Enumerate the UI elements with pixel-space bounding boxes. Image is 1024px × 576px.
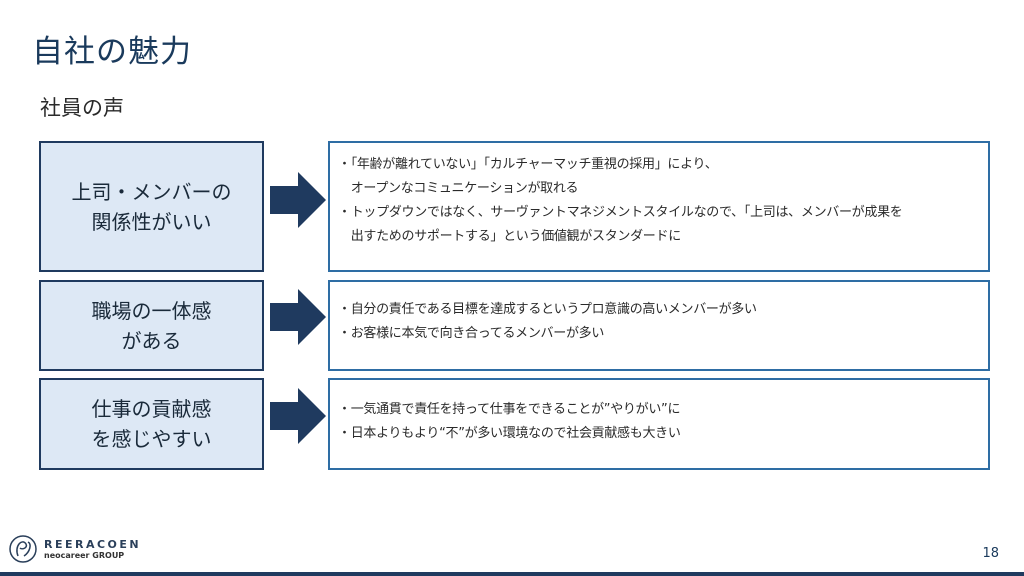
- section-subtitle: 社員の声: [40, 96, 124, 120]
- company-logo: REERACOEN neocareer GROUP: [8, 534, 141, 564]
- detail-line: オープンなコミュニケーションが取れる: [338, 181, 579, 196]
- detail-box-contribution: ・一気通貫で責任を持って仕事をできることが”やりがい”に ・日本よりもより“不”…: [328, 378, 990, 470]
- detail-line: ・一気通貫で責任を持って仕事をできることが”やりがい”に: [338, 402, 681, 417]
- label-box-relationship: 上司・メンバーの 関係性がいい: [39, 141, 264, 272]
- label-text: 職場の一体感 がある: [91, 298, 212, 353]
- label-box-unity: 職場の一体感 がある: [39, 280, 264, 371]
- detail-line: ・「年齢が離れていない」「カルチャーマッチ重視の採用」により、: [338, 157, 718, 172]
- page-number: 18: [982, 546, 999, 561]
- detail-line: ・日本よりもより“不”が多い環境なので社会貢献感も大きい: [338, 426, 681, 441]
- arrow-right-icon: [270, 289, 326, 345]
- page-title: 自社の魅力: [32, 34, 192, 70]
- label-text: 仕事の貢献感 を感じやすい: [91, 397, 212, 451]
- label-text: 上司・メンバーの 関係性がいい: [71, 179, 232, 234]
- footer-bar: [0, 572, 1024, 576]
- logo-wordmark: REERACOEN: [44, 537, 142, 551]
- logo-subtext: neocareer GROUP: [44, 550, 125, 560]
- detail-line: ・お客様に本気で向き合ってるメンバーが多い: [338, 326, 605, 341]
- logo-mark-icon: [9, 535, 37, 563]
- detail-line: 出すためのサポートする」という価値観がスタンダードに: [338, 229, 682, 244]
- detail-box-relationship: ・「年齢が離れていない」「カルチャーマッチ重視の採用」により、 オープンなコミュ…: [328, 141, 990, 272]
- arrow-right-icon: [270, 172, 326, 228]
- detail-box-unity: ・自分の責任である目標を達成するというプロ意識の高いメンバーが多い ・お客様に本…: [328, 280, 990, 371]
- detail-line: ・自分の責任である目標を達成するというプロ意識の高いメンバーが多い: [338, 302, 757, 317]
- arrow-right-icon: [270, 388, 326, 444]
- detail-line: ・トップダウンではなく、サーヴァントマネジメントスタイルなので、「上司は、メンバ…: [338, 205, 903, 220]
- label-box-contribution: 仕事の貢献感 を感じやすい: [39, 378, 264, 470]
